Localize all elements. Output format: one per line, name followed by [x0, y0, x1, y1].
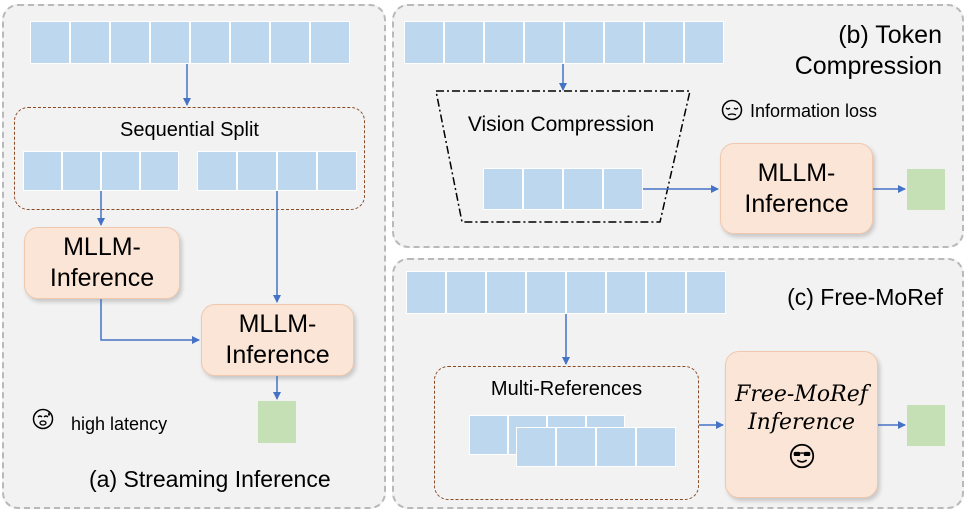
input-token-sequence-a	[30, 21, 350, 64]
token-chunk-2	[197, 151, 357, 191]
panel-c-title: (c) Free-MoRef	[787, 284, 943, 310]
output-block-a	[258, 401, 296, 443]
multi-references-group	[434, 366, 699, 500]
high-latency-note: high latency	[71, 414, 168, 434]
output-block-c	[907, 405, 945, 446]
multi-references-label: Multi-References	[490, 378, 643, 400]
input-token-sequence-c	[406, 271, 726, 314]
arrow-inference1-to-inference2	[100, 299, 200, 344]
mllm-inference-box-2: MLLM- Inference	[201, 304, 354, 376]
free-moref-inference-label: Free-MoRef Inference	[735, 381, 868, 435]
free-moref-inference-box: Free-MoRef Inference	[725, 351, 878, 498]
compressed-tokens	[483, 168, 643, 210]
reference-tokens-front	[516, 427, 676, 467]
output-block-b	[907, 169, 945, 210]
sunglasses-face-icon	[789, 443, 814, 468]
mllm-inference-box-1: MLLM- Inference	[24, 227, 180, 299]
sweating-face-icon	[32, 408, 54, 430]
input-token-sequence-b	[404, 21, 724, 64]
sequential-split-label: Sequential Split	[120, 119, 259, 141]
vision-compression-trapezoid	[435, 90, 691, 223]
pensive-face-icon	[721, 99, 743, 121]
sequential-split-group	[14, 107, 365, 210]
panel-a-title: (a) Streaming Inference	[89, 466, 331, 492]
panel-b-title: (b) Token Compression	[794, 21, 942, 80]
vision-compression-label: Vision Compression	[467, 113, 655, 136]
token-chunk-1	[23, 151, 179, 191]
information-loss-note: Information loss	[750, 101, 878, 121]
mllm-inference-box-b: MLLM- Inference	[720, 143, 873, 234]
